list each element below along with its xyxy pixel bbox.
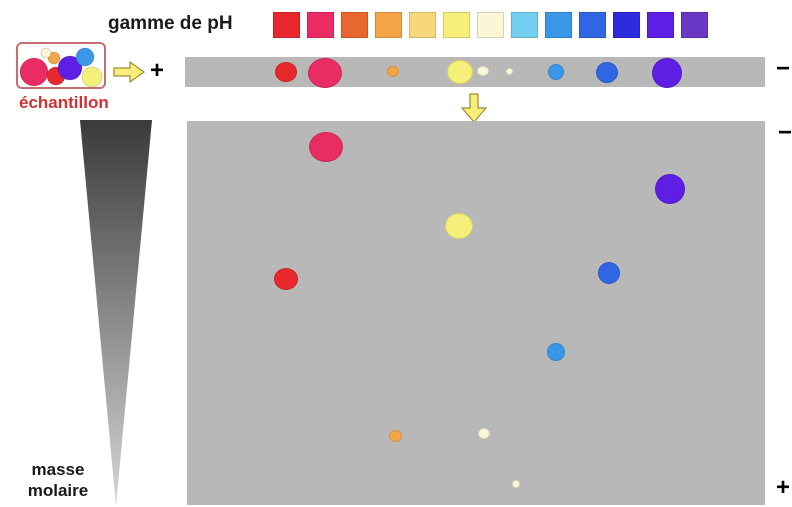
strip-spot	[596, 62, 618, 83]
gel-negative-sign: −	[778, 119, 792, 146]
gel-spot	[389, 430, 402, 442]
gel-spot	[655, 174, 685, 204]
ph-swatch	[341, 12, 368, 38]
sample-box	[16, 42, 106, 89]
ph-swatch	[511, 12, 538, 38]
gel-spot	[445, 213, 473, 239]
sample-spot	[19, 57, 49, 87]
strip-spot	[447, 60, 473, 84]
molar-mass-label-line1: masse	[31, 460, 85, 479]
gel-spot	[478, 428, 490, 439]
sample-mixture	[19, 47, 103, 87]
strip-positive-sign: +	[150, 57, 165, 84]
ph-swatch	[613, 12, 640, 38]
gel-positive-sign: +	[776, 474, 791, 501]
ph-swatch	[443, 12, 470, 38]
gel-spot	[512, 480, 520, 488]
sample-spot	[81, 66, 103, 87]
right-arrow-icon	[113, 61, 145, 83]
gel-spot	[598, 262, 620, 284]
strip-spot	[308, 58, 342, 88]
ph-swatch	[409, 12, 436, 38]
strip-spot	[652, 58, 682, 88]
strip-spot	[477, 66, 489, 76]
ph-swatch	[307, 12, 334, 38]
ph-swatch	[579, 12, 606, 38]
electrophoresis-gel	[187, 121, 765, 505]
strip-spot	[548, 64, 564, 80]
ph-swatch	[681, 12, 708, 38]
sample-spot	[57, 55, 83, 81]
ph-color-scale	[273, 12, 713, 38]
ph-swatch	[375, 12, 402, 38]
strip-spot	[275, 62, 297, 82]
ph-swatch	[545, 12, 572, 38]
strip-spot	[387, 66, 399, 77]
molar-mass-label-line2: molaire	[27, 481, 89, 500]
ph-swatch	[477, 12, 504, 38]
strip-spot	[506, 68, 513, 75]
strip-negative-sign: −	[776, 55, 791, 82]
sample-spot	[47, 51, 61, 65]
gel-spot	[547, 343, 565, 361]
ph-swatch	[273, 12, 300, 38]
gel-spot	[274, 268, 298, 290]
sample-label: échantillon	[19, 93, 109, 112]
ph-swatch	[647, 12, 674, 38]
sample-spot	[75, 47, 95, 67]
molar-mass-gradient-wedge	[80, 120, 152, 506]
down-arrow-icon	[461, 93, 487, 123]
isoelectric-focusing-strip	[185, 57, 765, 88]
molar-mass-label: masse molaire	[14, 459, 102, 501]
ph-range-label: gamme de pH	[108, 13, 233, 34]
gel-spot	[309, 132, 343, 162]
sample-spot	[40, 47, 52, 59]
